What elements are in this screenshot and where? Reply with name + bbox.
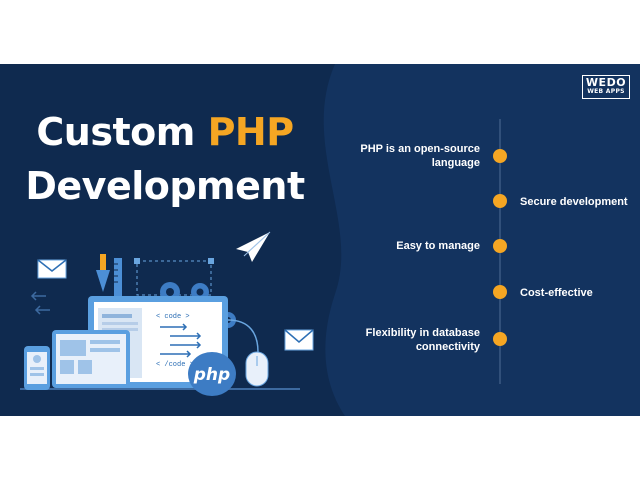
envelope-icon [284,329,314,351]
page-title-line-1: Custom PHP [36,110,295,154]
banner-graphics: < code > < /code > php [20,64,640,416]
title-accent: PHP [207,110,295,154]
hero-banner: < code > < /code > php [0,64,640,416]
code-open-text: < code > [156,313,190,321]
timeline-dot [493,149,507,163]
feature-database-flexibility: Flexibility in database connectivity [365,327,480,353]
page-title-line-2: Development [25,164,305,208]
feature-cost-effective: Cost-effective [520,287,593,299]
svg-text:php: php [193,365,230,385]
envelope-icon [37,259,67,279]
ruler-icon [114,258,122,298]
pen-nib-icon [96,254,110,292]
timeline-dot [493,194,507,208]
tablet-icon [52,330,130,388]
arrow-left-icon [30,291,50,315]
feature-secure-development: Secure development [520,196,628,208]
code-close-text: < /code > [156,361,194,369]
timeline-dot [493,285,507,299]
php-badge-icon: php [188,352,236,396]
feature-easy-to-manage: Easy to manage [396,240,480,252]
brand-logo: WEDO WEB APPS [582,75,630,99]
mouse-icon [227,319,269,387]
background-wave [323,64,640,416]
phone-icon [24,346,50,390]
timeline-dot [493,332,507,346]
timeline-dot [493,239,507,253]
feature-open-source: PHP is an open-source language [360,143,480,169]
paper-plane-icon [236,231,271,262]
